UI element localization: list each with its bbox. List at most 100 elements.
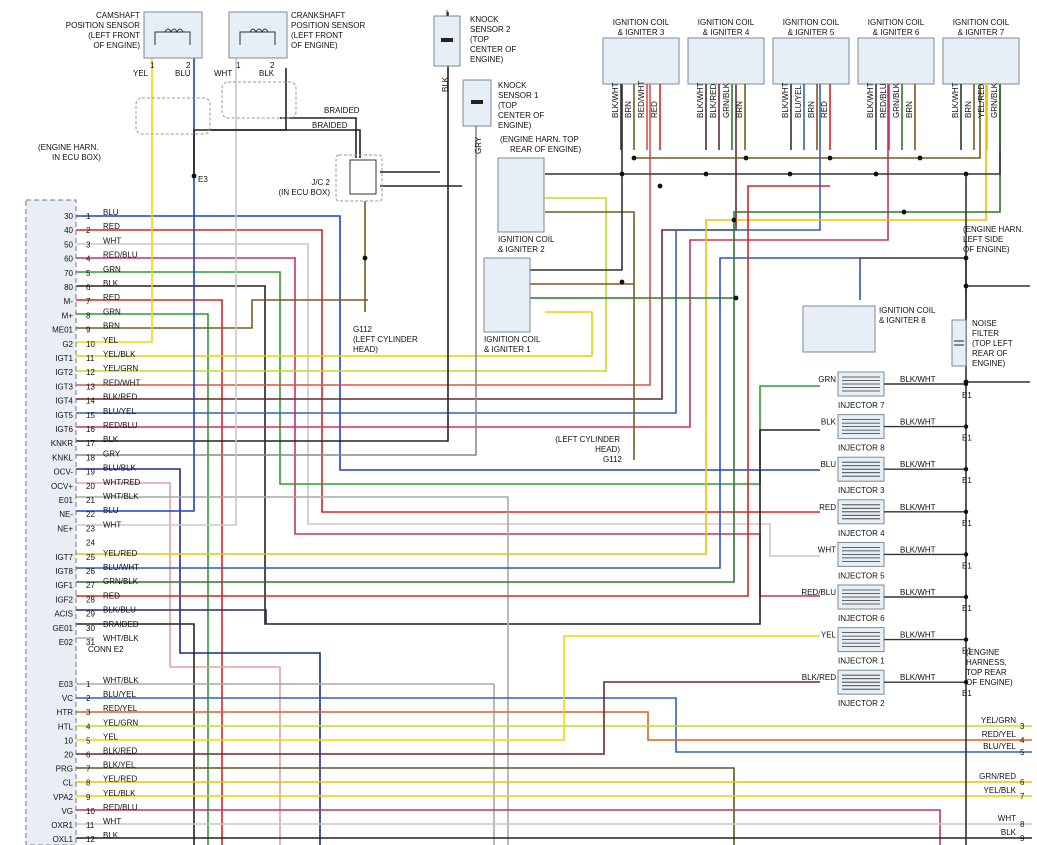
injector-in-color-4: RED — [819, 503, 836, 512]
splice-dot-2 — [362, 255, 368, 261]
wire-braided-3 — [280, 117, 357, 158]
coil6-lead-label-1: BLK/WHT — [866, 82, 875, 118]
e3-pin-code-7: PRG — [56, 765, 73, 774]
right-edge-wire-labels: YEL/GRN3RED/YEL4BLU/YEL5GRN/RED6YEL/BLK7… — [979, 716, 1025, 843]
injector-splice-e1-4: E1 — [962, 519, 972, 528]
e2-pin-color-17: BLK — [103, 435, 119, 444]
e2-pin-num-7: 7 — [86, 297, 91, 306]
coil6-lead-label-4: BRN — [905, 101, 914, 118]
eng-harn-inj-3: TOP REAR — [966, 668, 1007, 677]
eng-harn-ecu-1: (ENGINE HARN. — [38, 143, 98, 152]
knock2-label-5: ENGINE) — [470, 55, 504, 64]
knock2-label-2: SENSOR 2 — [470, 25, 511, 34]
e2-pin-color-29: BLK/BLU — [103, 606, 136, 615]
e2-pin-num-27: 27 — [86, 581, 95, 590]
wire-coil1-blk-wht — [530, 68, 623, 271]
right-wire-num-2: 4 — [1020, 736, 1025, 745]
e3-pin-color-3: RED/YEL — [103, 704, 138, 713]
injector-in-color-8: BLK/RED — [802, 673, 836, 682]
e2-pin-code-10: G2 — [62, 340, 73, 349]
right-wire-label-5: YEL/BLK — [984, 786, 1017, 795]
e2-pin-num-5: 5 — [86, 269, 91, 278]
wire-e2-8 — [76, 313, 209, 845]
e2-pin-color-19: BLU/BLK — [103, 464, 137, 473]
eng-harn-ecu-2: IN ECU BOX) — [52, 153, 101, 162]
injector-in-color-3: BLU — [820, 460, 836, 469]
coil7-lead-label-2: BRN — [964, 101, 973, 118]
e2-pin-color-14: BLK/RED — [103, 393, 137, 402]
e3-pin-color-6: BLK/RED — [103, 747, 137, 756]
e2-pin-color-20: WHT/RED — [103, 478, 141, 487]
wire-e3-2 — [76, 697, 1032, 753]
e3-pin-code-10: VG — [61, 807, 73, 816]
injector-out-color-1: BLK/WHT — [900, 375, 936, 384]
e2-pin-num-10: 10 — [86, 340, 95, 349]
e2-pin-color-6: BLK — [103, 279, 119, 288]
eng-harn-top-1: (ENGINE HARN. TOP — [500, 135, 579, 144]
crank-sensor-label-3: (LEFT FRONT — [291, 31, 343, 40]
e3-pin-num-3: 3 — [86, 708, 91, 717]
coil5-label-1: IGNITION COIL — [783, 18, 840, 27]
e3-pin-num-12: 12 — [86, 835, 95, 844]
coil3-label-2: & IGNITER 3 — [618, 28, 665, 37]
e2-pin-num-19: 19 — [86, 468, 95, 477]
e2-pin-code-6: 80 — [64, 283, 73, 292]
coil3-lead-label-2: BRN — [624, 101, 633, 118]
e2-pin-code-18: KNKL — [52, 453, 73, 462]
e2-pin-num-14: 14 — [86, 397, 95, 406]
splice-dot-9 — [827, 155, 833, 161]
crank-wire-wht: WHT — [214, 69, 232, 78]
g112-bot-3: G112 — [603, 455, 623, 464]
e2-pin-num-21: 21 — [86, 496, 95, 505]
cam-sensor-label-1: CAMSHAFT — [96, 11, 140, 20]
e2-pin-num-11: 11 — [86, 354, 95, 363]
e2-pin-num-31: 31 — [86, 638, 95, 647]
e2-pin-num-18: 18 — [86, 453, 95, 462]
e3-pin-code-11: OXR1 — [51, 821, 73, 830]
splice-dot-15 — [619, 279, 625, 285]
right-wire-label-1: YEL/GRN — [981, 716, 1016, 725]
coil4-label-2: & IGNITER 4 — [703, 28, 750, 37]
injector-out-color-7: BLK/WHT — [900, 631, 936, 640]
e2-pin-num-23: 23 — [86, 524, 95, 533]
wire-e2-26 — [76, 257, 861, 569]
ecu-connector-block — [25, 199, 77, 845]
engine-harness-top-rear-label: (ENGINE HARN. TOP REAR OF ENGINE) — [500, 135, 581, 154]
injector-name-4: INJECTOR 4 — [838, 529, 885, 538]
splice-e3: E3 — [198, 175, 208, 184]
wire-braided-2 — [210, 129, 361, 158]
e2-pin-code-15: IGT5 — [55, 411, 73, 420]
e2-pin-code-26: IGT8 — [55, 567, 73, 576]
e3-pin-code-1: E03 — [59, 680, 74, 689]
knock1-label-1: KNOCK — [498, 81, 527, 90]
e2-pin-code-4: 60 — [64, 255, 73, 264]
e2-pin-num-17: 17 — [86, 439, 95, 448]
wire-brn-bus — [634, 68, 981, 159]
e2-pin-num-9: 9 — [86, 326, 91, 335]
crank-sensor-label-2: POSITION SENSOR — [291, 21, 365, 30]
cam-wire-blu: BLU — [175, 69, 191, 78]
e3-pin-code-6: 20 — [64, 751, 73, 760]
eng-harn-inj-1: (ENGINE — [966, 648, 999, 657]
splice-dot-12 — [963, 171, 969, 177]
e2-pin-color-26: BLU/WHT — [103, 563, 139, 572]
eng-harn-left-2: LEFT SIDE — [963, 235, 1003, 244]
right-wire-num-7: 9 — [1020, 834, 1025, 843]
wire-e2-1 — [76, 215, 820, 471]
injector-name-3: INJECTOR 3 — [838, 486, 885, 495]
e2-pin-num-22: 22 — [86, 510, 95, 519]
wire-e2-5 — [76, 271, 820, 485]
wire-e2-3 — [76, 243, 820, 557]
e2-pin-color-25: YEL/RED — [103, 549, 137, 558]
coil8-label-2: & IGNITER 8 — [879, 316, 926, 325]
coil5-lead-label-4: RED — [820, 101, 829, 118]
right-wire-num-5: 7 — [1020, 792, 1025, 801]
e2-pin-color-12: YEL/GRN — [103, 364, 138, 373]
coil7-lead-label-1: BLK/WHT — [951, 82, 960, 118]
e3-pin-color-1: WHT/BLK — [103, 676, 139, 685]
g112-top-2: (LEFT CYLINDER — [353, 335, 418, 344]
e2-pin-num-3: 3 — [86, 240, 91, 249]
wire-e2-16 — [76, 68, 889, 428]
coil1-label-1: IGNITION COIL — [484, 335, 541, 344]
